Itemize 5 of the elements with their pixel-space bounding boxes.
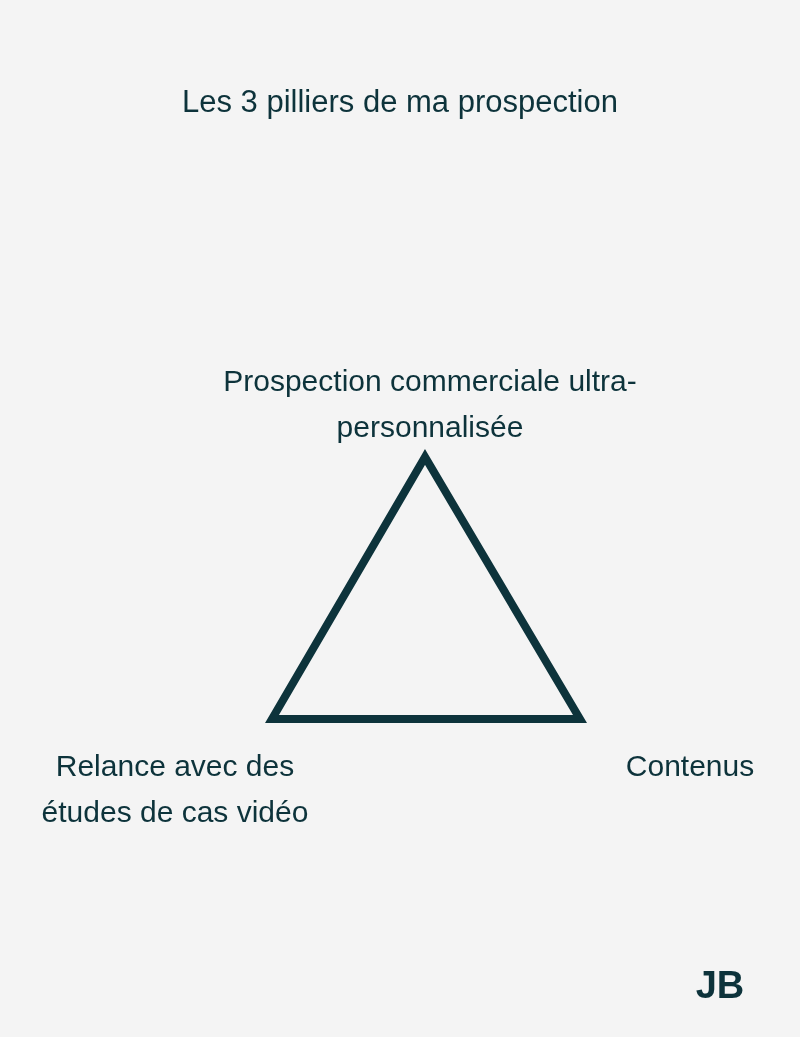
title: Les 3 pilliers de ma prospection: [181, 83, 619, 121]
corner-label: Contenus: [624, 748, 756, 784]
corner-label: Relance avec des études de cas vidéo: [40, 748, 310, 830]
initials-text: JB: [694, 963, 746, 1008]
corner-label: Prospection commerciale ultra-personnalisée: [222, 363, 638, 445]
